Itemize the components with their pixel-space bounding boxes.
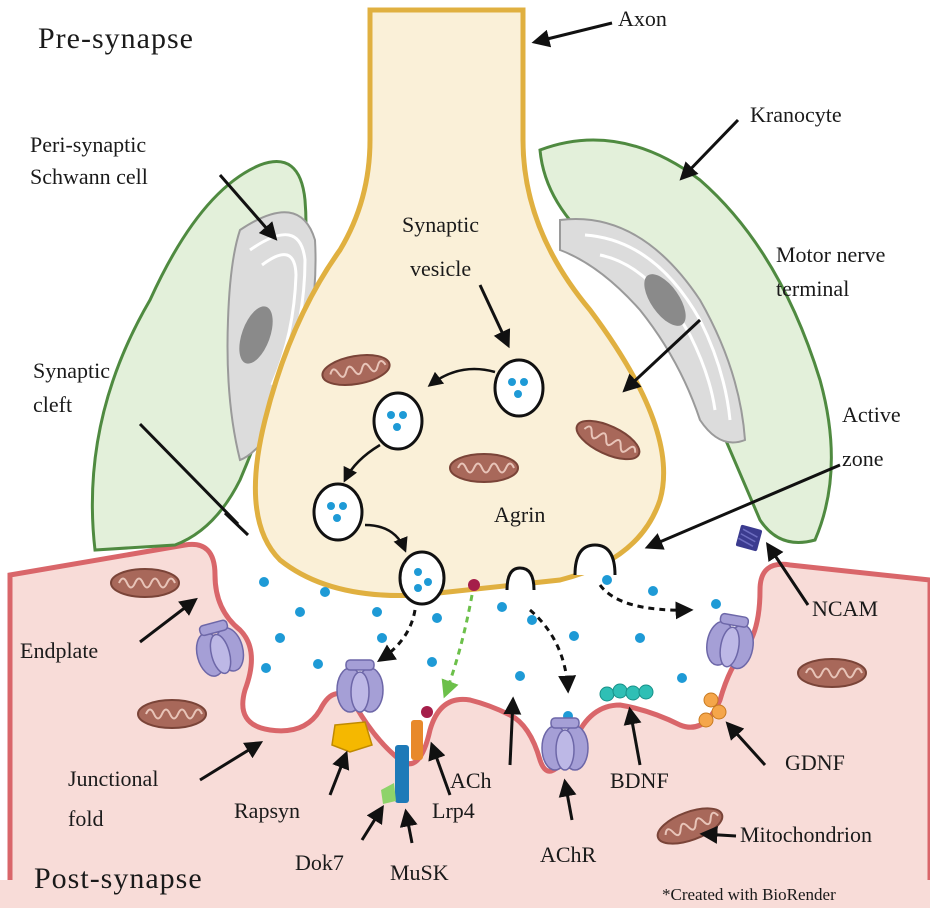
mitochondrion — [798, 659, 866, 687]
lrp4-protein — [411, 720, 423, 760]
gdnf-label: GDNF — [785, 750, 845, 776]
terminal-label-1: Motor nerve — [776, 242, 885, 268]
post-synapse-title: Post-synapse — [34, 862, 203, 896]
mitochondrion — [138, 700, 206, 728]
docked-vesicle — [400, 552, 444, 604]
kranocyte-label: Kranocyte — [750, 102, 842, 128]
rapsyn-protein — [332, 722, 372, 752]
bdnf-label: BDNF — [610, 768, 669, 794]
cleft-label-2: cleft — [33, 392, 72, 418]
cleft-label-1: Synaptic — [33, 358, 110, 384]
vesicle-label-1: Synaptic — [402, 212, 479, 238]
musk-label: MuSK — [390, 860, 449, 886]
synaptic-vesicle — [374, 393, 422, 449]
agrin-label: Agrin — [494, 502, 545, 528]
schwann-label-2: Schwann cell — [30, 164, 148, 190]
junctional-fold-label-2: fold — [68, 806, 103, 832]
ach-label: ACh — [450, 768, 492, 794]
agrin-molecule — [468, 579, 480, 591]
pre-synapse-title: Pre-synapse — [38, 22, 194, 56]
ncam-label: NCAM — [812, 596, 878, 622]
active-zone-label-1: Active — [842, 402, 901, 428]
achr-label: AChR — [540, 842, 596, 868]
vesicle-label-2: vesicle — [410, 256, 471, 282]
active-zone-label-2: zone — [842, 446, 884, 472]
dok7-label: Dok7 — [295, 850, 344, 876]
bdnf-protein — [600, 684, 653, 701]
schwann-label-1: Peri-synaptic — [30, 132, 146, 158]
terminal-label-2: terminal — [776, 276, 849, 302]
rapsyn-label: Rapsyn — [234, 798, 300, 824]
endplate-label: Endplate — [20, 638, 98, 664]
lrp4-label: Lrp4 — [432, 798, 475, 824]
junctional-fold-label-1: Junctional — [68, 766, 158, 792]
achr-receptor — [337, 660, 383, 712]
synaptic-vesicle — [314, 484, 362, 540]
credit-label: *Created with BioRender — [662, 882, 836, 908]
mitochondrion — [111, 569, 179, 597]
axon-label: Axon — [618, 6, 667, 32]
mitochondrion — [450, 454, 518, 482]
synaptic-vesicle — [495, 360, 543, 416]
mitochondrion-label: Mitochondrion — [740, 822, 872, 848]
musk-protein — [395, 745, 409, 803]
